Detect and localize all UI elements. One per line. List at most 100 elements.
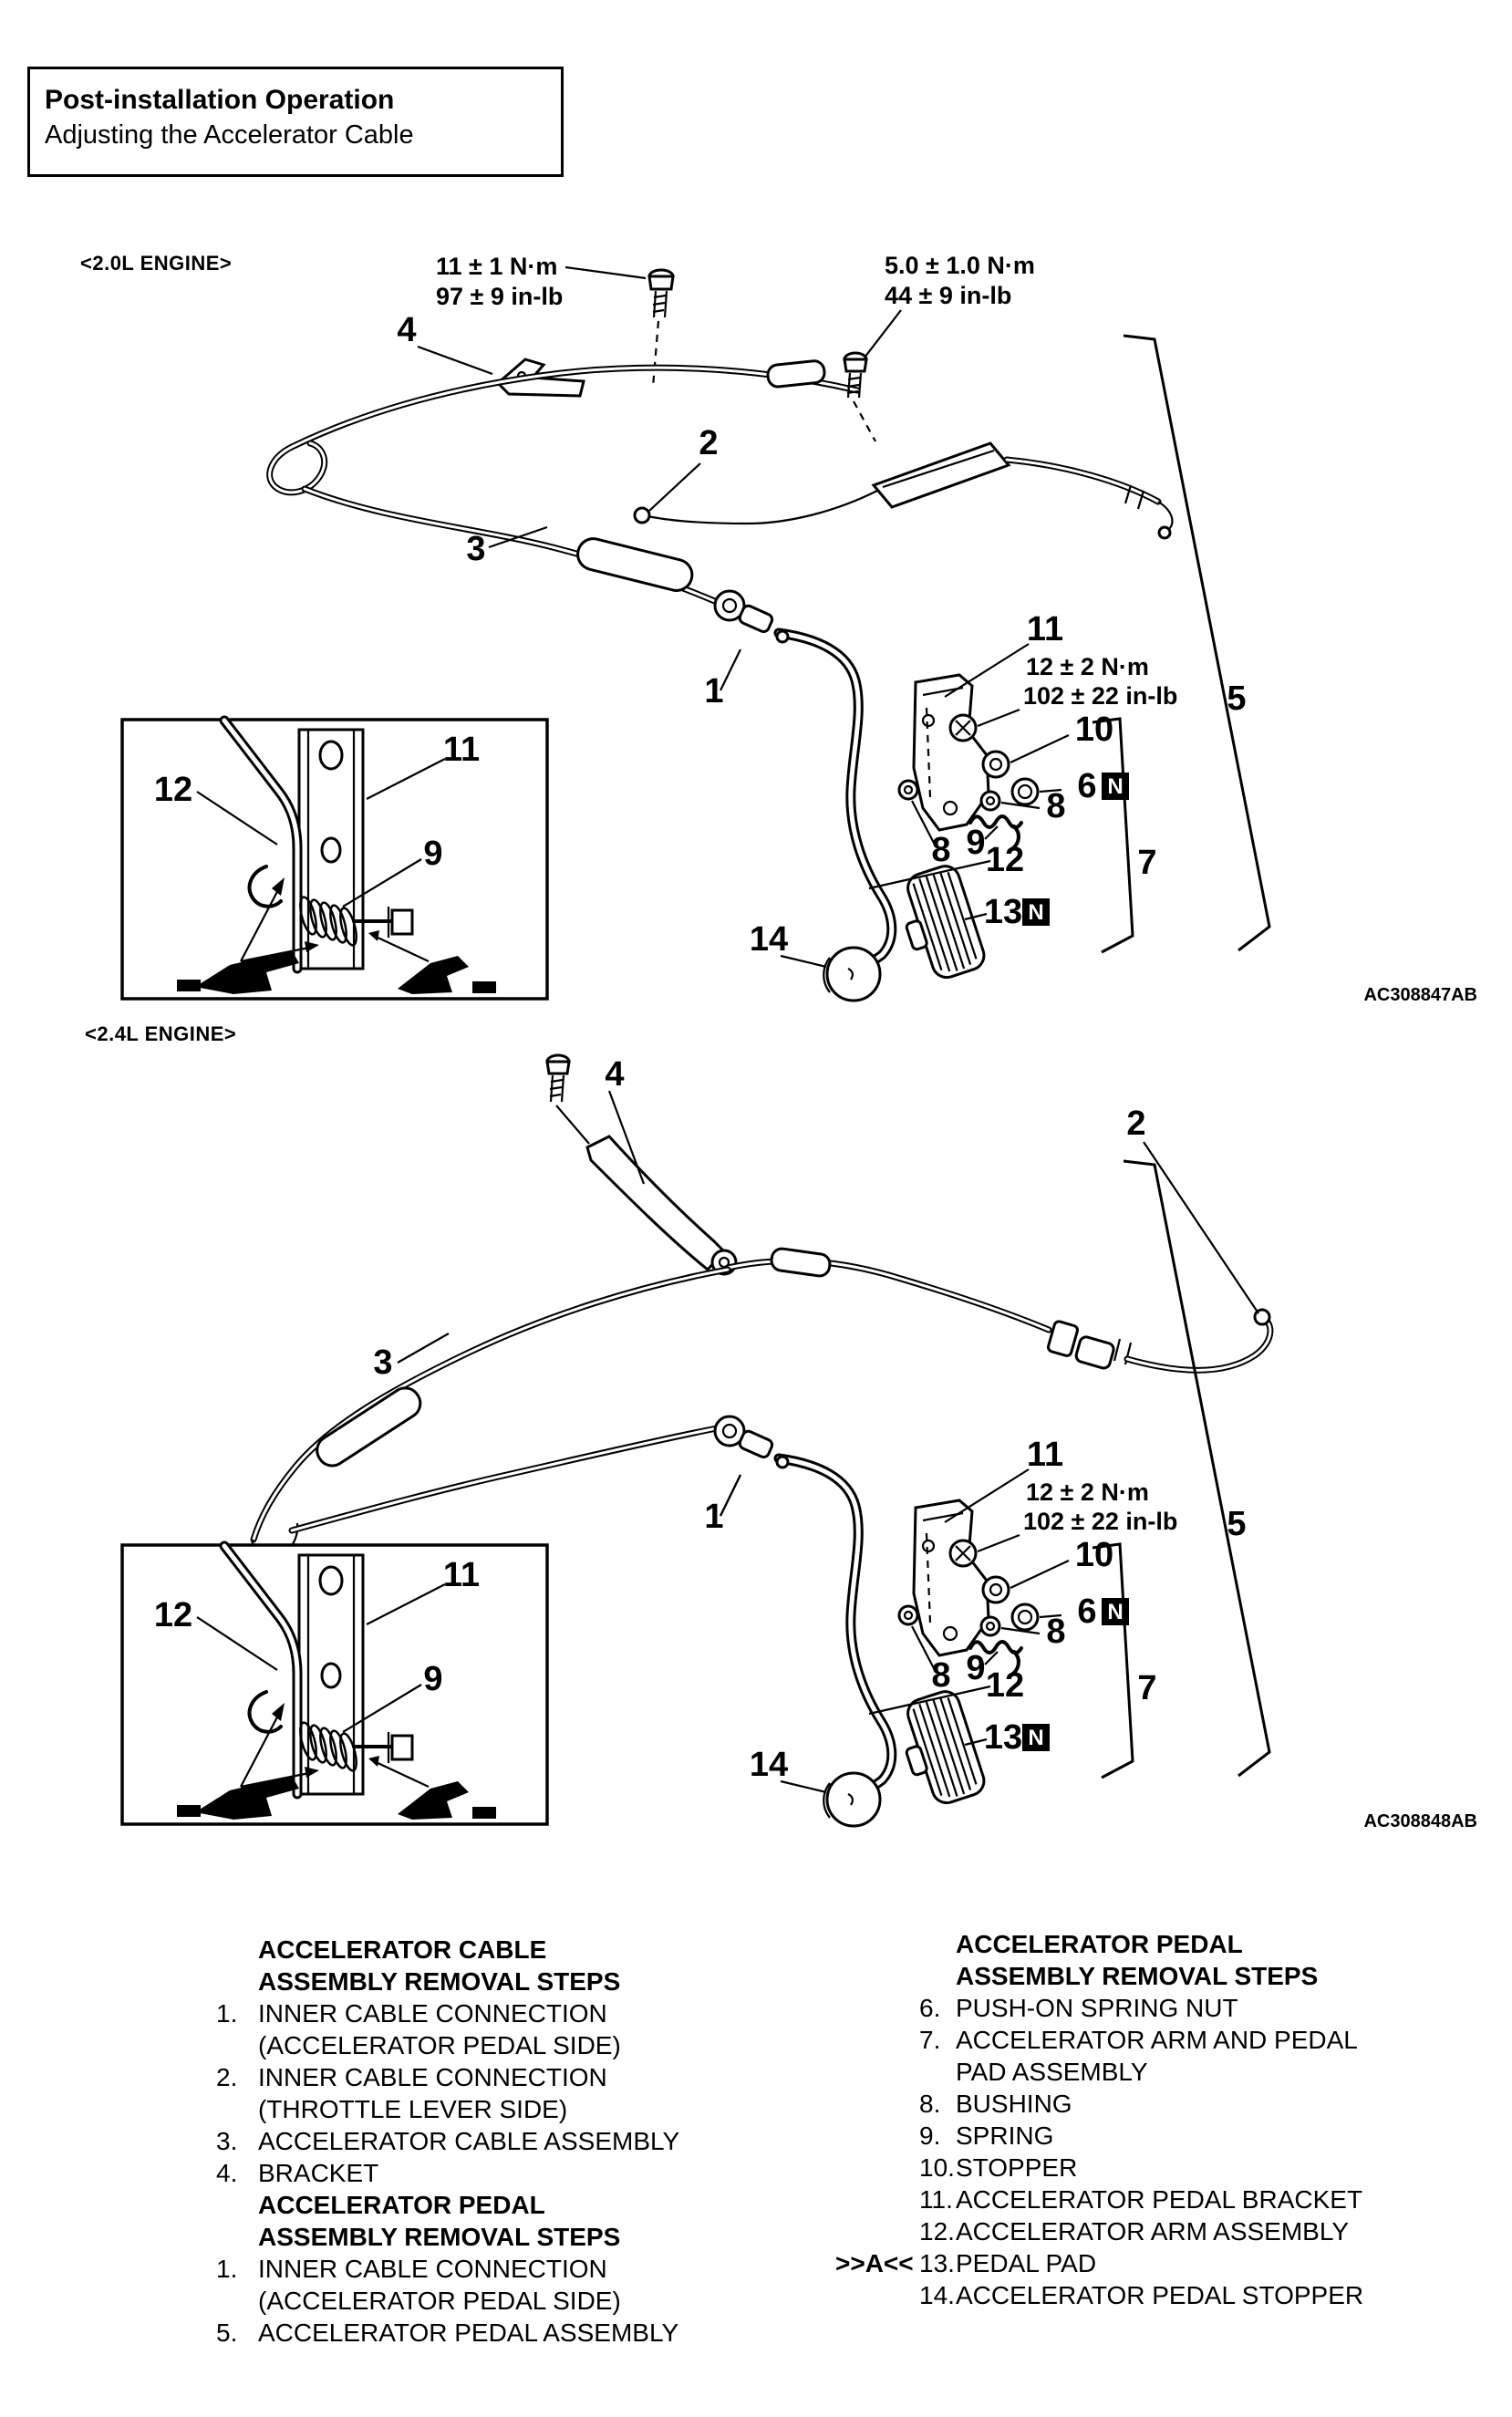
callout-4: 4 xyxy=(605,1055,624,1094)
callout-4: 4 xyxy=(397,311,416,349)
item-number: 4. xyxy=(216,2159,238,2187)
callout-11: 11 xyxy=(1027,610,1063,648)
item-text: ACCELERATOR ARM AND PEDAL xyxy=(956,2026,1358,2054)
figure2-code: AC308848AB xyxy=(1363,1811,1477,1831)
callout-14: 14 xyxy=(750,920,788,959)
legend-item: 12. ACCELERATOR ARM ASSEMBLY xyxy=(919,2215,1485,2247)
non-reusable-box xyxy=(1022,1724,1050,1751)
callout-2: 2 xyxy=(1126,1105,1145,1143)
page-subtitle: Adjusting the Accelerator Cable xyxy=(45,120,414,150)
callout-12: 12 xyxy=(986,1666,1024,1705)
item-number: 2. xyxy=(216,2063,238,2091)
item-text: BRACKET xyxy=(258,2159,379,2187)
callout-10: 10 xyxy=(1075,1536,1113,1574)
non-reusable-mark: N xyxy=(1107,774,1123,799)
item-text: INNER CABLE CONNECTION xyxy=(258,2255,607,2283)
callout-7: 7 xyxy=(1137,1669,1156,1707)
callout-9: 9 xyxy=(966,1649,985,1687)
callout-12: 12 xyxy=(986,841,1024,879)
legend-item: >>A<< 13. PEDAL PAD xyxy=(835,2247,1485,2279)
item-text: INNER CABLE CONNECTION xyxy=(258,1999,607,2028)
item-number: 3. xyxy=(216,2127,238,2155)
item-number: 6. xyxy=(919,1994,941,2022)
item-number: 1. xyxy=(216,1999,238,2028)
item-number: 9. xyxy=(919,2121,941,2150)
legend-item: 14. ACCELERATOR PEDAL STOPPER xyxy=(919,2279,1485,2311)
item-number: 11. xyxy=(919,2185,953,2214)
legend-item: 6. PUSH-ON SPRING NUT xyxy=(919,1992,1485,2024)
torque-label: 5.0 ± 1.0 N·m xyxy=(885,252,1035,279)
item-number: 13. xyxy=(919,2249,955,2277)
inset-callout-11: 11 xyxy=(443,1556,480,1594)
callout-3: 3 xyxy=(466,530,485,568)
inset-callout-11: 11 xyxy=(443,731,480,769)
callout-8: 8 xyxy=(931,831,950,869)
engine-label-2-0l: <2.0L ENGINE> xyxy=(80,252,233,275)
legend-item: 1. INNER CABLE CONNECTION xyxy=(216,2253,727,2285)
item-text: ACCELERATOR CABLE ASSEMBLY xyxy=(258,2127,680,2155)
item-text: ACCELERATOR PEDAL BRACKET xyxy=(956,2185,1363,2214)
callout-10: 10 xyxy=(1075,711,1113,749)
non-reusable-box xyxy=(1102,1598,1129,1625)
callout-13: 13 xyxy=(984,1718,1022,1757)
legend-item: 2. INNER CABLE CONNECTION xyxy=(216,2061,727,2093)
callout-5: 5 xyxy=(1227,679,1246,718)
item-text: ACCELERATOR PEDAL ASSEMBLY xyxy=(258,2318,679,2347)
legend-item: 3. ACCELERATOR CABLE ASSEMBLY xyxy=(216,2125,727,2157)
non-reusable-mark: N xyxy=(1028,900,1043,925)
item-text-cont: PAD ASSEMBLY xyxy=(956,2058,1148,2086)
item-text: ACCELERATOR PEDAL STOPPER xyxy=(956,2281,1364,2309)
legend-heading: ASSEMBLY REMOVAL STEPS xyxy=(258,2223,621,2251)
callout-5: 5 xyxy=(1227,1505,1246,1543)
view-a-marker: >>A<< xyxy=(835,2249,914,2277)
legend-heading: ASSEMBLY REMOVAL STEPS xyxy=(258,1967,621,1996)
callout-8: 8 xyxy=(931,1656,950,1695)
callout-8: 8 xyxy=(1046,787,1065,825)
item-number: 5. xyxy=(216,2318,238,2347)
callout-14: 14 xyxy=(750,1746,788,1784)
legend-item: 9. SPRING xyxy=(919,2120,1485,2152)
non-reusable-box xyxy=(1102,773,1129,800)
figure2-cable-art xyxy=(250,1053,1274,1563)
callout-13: 13 xyxy=(984,893,1022,931)
legend-heading: ACCELERATOR CABLE xyxy=(258,1935,547,1964)
callout-6: 6 xyxy=(1077,767,1096,805)
inset-callout-12: 12 xyxy=(154,771,192,809)
non-reusable-box xyxy=(1022,898,1050,926)
inset-callout-12: 12 xyxy=(154,1596,192,1634)
torque-label: 44 ± 9 in-lb xyxy=(885,282,1011,309)
non-reusable-mark: N xyxy=(1107,1600,1123,1624)
callout-9: 9 xyxy=(966,824,985,862)
item-number: 1. xyxy=(216,2255,238,2283)
callout-1: 1 xyxy=(704,1498,723,1536)
item-number: 14. xyxy=(919,2281,955,2309)
callout-3: 3 xyxy=(373,1343,392,1382)
legend-item: 4. BRACKET xyxy=(216,2157,727,2189)
legend-item: 11. ACCELERATOR PEDAL BRACKET xyxy=(919,2184,1485,2215)
legend-item: 7. ACCELERATOR ARM AND PEDAL xyxy=(919,2024,1485,2056)
legend-item: 8. BUSHING xyxy=(919,2088,1485,2120)
legend-item: 5. ACCELERATOR PEDAL ASSEMBLY xyxy=(216,2317,727,2349)
callout-6: 6 xyxy=(1077,1592,1096,1631)
figure1-cable-art xyxy=(266,265,1174,606)
engine-label-2-4l: <2.4L ENGINE> xyxy=(85,1022,237,1045)
callout-2: 2 xyxy=(699,424,718,462)
callout-7: 7 xyxy=(1137,844,1156,882)
item-text: ACCELERATOR ARM ASSEMBLY xyxy=(956,2217,1350,2246)
item-text: SPRING xyxy=(956,2121,1054,2150)
torque-label: 11 ± 1 N·m xyxy=(436,253,557,280)
torque-label: 102 ± 22 in-lb xyxy=(1023,1508,1177,1535)
torque-label: 12 ± 2 N·m xyxy=(1026,653,1149,680)
item-number: 8. xyxy=(919,2090,941,2118)
legend-heading: ACCELERATOR PEDAL xyxy=(258,2191,545,2219)
item-text: PEDAL PAD xyxy=(956,2249,1097,2277)
torque-label: 12 ± 2 N·m xyxy=(1026,1478,1149,1506)
inset-callout-9: 9 xyxy=(423,1660,442,1698)
item-text: PUSH-ON SPRING NUT xyxy=(956,1994,1238,2022)
figure1-code: AC308847AB xyxy=(1363,985,1477,1005)
torque-label: 97 ± 9 in-lb xyxy=(436,283,563,310)
item-text-cont: (THROTTLE LEVER SIDE) xyxy=(258,2095,568,2123)
torque-label: 102 ± 22 in-lb xyxy=(1023,682,1177,710)
